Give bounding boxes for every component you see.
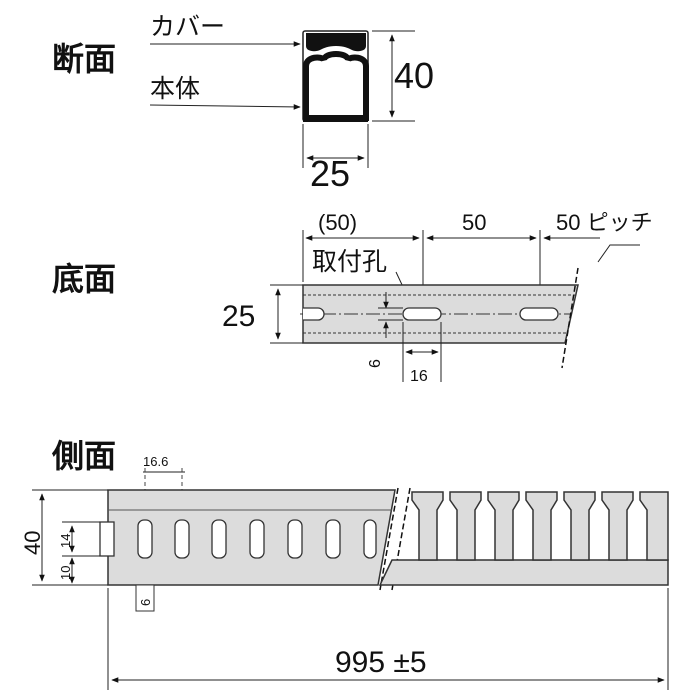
side-slot	[211, 519, 227, 559]
cover-section	[306, 33, 366, 52]
side-view-title: 側面	[51, 437, 116, 475]
body-section	[303, 51, 369, 121]
body-leader	[149, 104, 301, 110]
hole-length-value: 16	[410, 368, 428, 385]
side-slot	[249, 519, 265, 559]
mounting-hole	[519, 307, 559, 321]
cross-height-value: 40	[394, 55, 434, 96]
side-duct-right-base	[378, 559, 669, 586]
side-slots-left	[137, 519, 377, 559]
cross-section-view: 断面 カバー 本体 40 25	[52, 12, 434, 194]
body-label: 本体	[150, 74, 200, 103]
mounting-hole-label: 取付孔	[312, 247, 387, 276]
bottom-width-value: 25	[222, 300, 255, 333]
side-end-notch	[99, 521, 115, 557]
base-height-value: 10	[58, 566, 73, 580]
bottom-view-title: 底面	[52, 260, 116, 298]
side-finger	[449, 491, 482, 561]
side-slot	[363, 519, 377, 559]
cover-label: カバー	[150, 12, 225, 41]
pitch-first-value: (50)	[318, 210, 357, 235]
bottom-break-line	[561, 267, 579, 369]
side-finger	[601, 491, 634, 561]
side-height-value: 40	[20, 531, 45, 555]
side-finger	[411, 491, 444, 561]
side-slot	[287, 519, 303, 559]
pitch-note: 50 ピッチ	[556, 210, 653, 235]
side-finger	[639, 491, 669, 561]
duct-profile	[302, 30, 369, 122]
mounting-hole	[402, 307, 442, 321]
side-fingers-right	[411, 491, 669, 561]
side-finger	[525, 491, 558, 561]
side-view: 側面 16.6	[20, 437, 669, 690]
slot-height-value: 14	[58, 534, 73, 548]
side-finger	[487, 491, 520, 561]
cross-width-value: 25	[310, 153, 350, 194]
side-slot	[174, 519, 190, 559]
side-slot	[325, 519, 341, 559]
end-notch	[303, 307, 325, 321]
side-slot	[137, 519, 153, 559]
hole-width-value: 6	[367, 359, 384, 368]
total-length-value: 995 ±5	[335, 646, 427, 679]
slot-pitch-value: 16.6	[143, 454, 168, 469]
side-break-line-1	[379, 487, 399, 591]
pitch-note-leader	[597, 244, 640, 263]
pitch-second-value: 50	[462, 210, 486, 235]
side-finger	[563, 491, 596, 561]
bottom-view: 底面 (50) 50 50 ピッチ 取付孔 25	[52, 210, 653, 385]
cross-section-title: 断面	[52, 40, 116, 78]
slot-width-box	[135, 584, 155, 612]
slot-width-value: 6	[138, 599, 153, 606]
